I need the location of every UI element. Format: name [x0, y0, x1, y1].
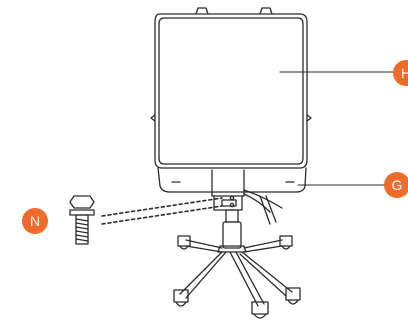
gas-lift-icon: [222, 209, 242, 249]
assembly-guide-lines: [101, 197, 223, 225]
callout-n: N: [22, 208, 48, 234]
leader-lines: [279, 71, 394, 186]
callout-h: H: [393, 60, 408, 86]
five-star-base-icon: [173, 235, 301, 319]
bolt-icon: [69, 195, 95, 245]
callout-g: G: [384, 172, 408, 198]
seat-icon: [157, 167, 307, 225]
chair-back-icon: [150, 7, 312, 169]
